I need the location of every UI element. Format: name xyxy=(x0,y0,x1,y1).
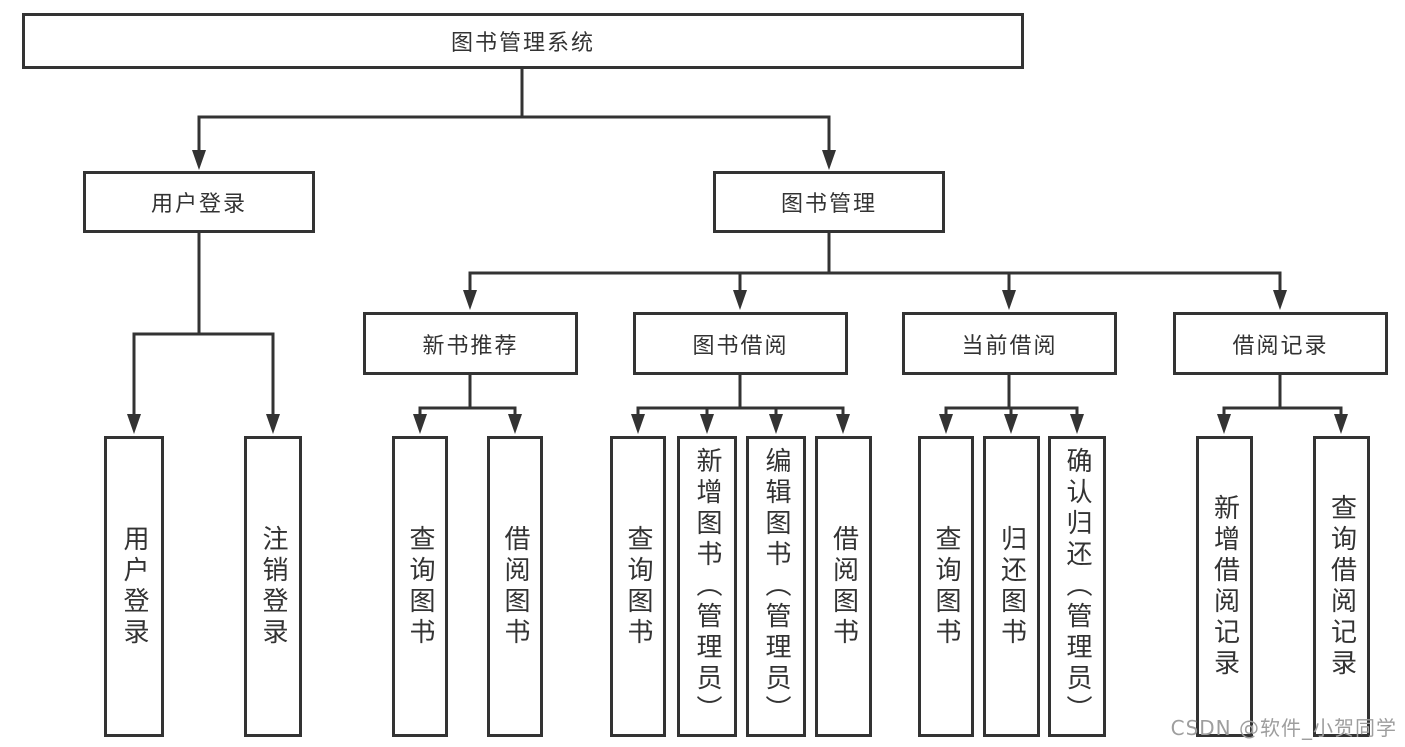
node-query-books-recommend: 查询图书 xyxy=(392,436,448,737)
node-label: 借阅图书 xyxy=(500,524,530,649)
arrowhead-down-icon xyxy=(463,290,477,310)
node-edit-book-admin: 编辑图书（管理员） xyxy=(746,436,806,737)
arrowhead-down-icon xyxy=(700,414,714,434)
arrowhead-down-icon xyxy=(1217,414,1231,434)
node-label: 图书管理系统 xyxy=(450,31,595,56)
node-label: 查询图书 xyxy=(623,524,653,649)
node-label: 注销登录 xyxy=(258,524,288,649)
node-user-login: 用户登录 xyxy=(83,171,315,233)
node-add-borrow-record: 新增借阅记录 xyxy=(1196,436,1253,737)
node-label: 图书借阅 xyxy=(692,333,789,359)
arrowhead-down-icon xyxy=(1070,414,1084,434)
node-current-borrow: 当前借阅 xyxy=(902,312,1117,375)
connector-line-current-borrow xyxy=(944,373,1079,418)
connector-line-new-books xyxy=(418,373,517,418)
node-label: 归还图书 xyxy=(996,524,1027,649)
arrowhead-down-icon xyxy=(769,414,783,434)
node-book-management: 图书管理 xyxy=(713,171,945,233)
connector-line-root xyxy=(197,67,831,154)
connector-line-user-login xyxy=(132,231,275,418)
connector-line-borrow-records xyxy=(1222,373,1343,418)
node-user-login-leaf: 用户登录 xyxy=(104,436,164,737)
node-label: 新增借阅记录 xyxy=(1209,493,1240,680)
node-confirm-return-admin: 确认归还（管理员） xyxy=(1048,436,1106,737)
node-label: 查询图书 xyxy=(405,524,435,649)
arrowhead-down-icon xyxy=(733,290,747,310)
watermark: CSDN @软件_小贺同学 xyxy=(1170,716,1397,740)
node-query-borrow-record: 查询借阅记录 xyxy=(1313,436,1370,737)
node-label: 当前借阅 xyxy=(961,333,1058,359)
node-book-borrow: 图书借阅 xyxy=(633,312,848,375)
arrowhead-down-icon xyxy=(266,414,280,434)
node-library-system: 图书管理系统 xyxy=(22,13,1024,69)
node-label: 编辑图书（管理员） xyxy=(761,447,791,726)
node-label: 查询图书 xyxy=(931,524,961,649)
arrowhead-down-icon xyxy=(1004,414,1018,434)
node-query-books-borrow: 查询图书 xyxy=(610,436,666,737)
arrowhead-down-icon xyxy=(822,150,836,170)
node-add-book-admin: 新增图书（管理员） xyxy=(677,436,737,737)
node-query-books-current: 查询图书 xyxy=(918,436,974,737)
node-label: 用户登录 xyxy=(119,524,149,649)
arrowhead-down-icon xyxy=(508,414,522,434)
connector-line-book-borrow xyxy=(636,373,845,418)
node-label: 借阅记录 xyxy=(1232,333,1329,359)
node-label: 借阅图书 xyxy=(828,524,859,649)
arrowhead-down-icon xyxy=(836,414,850,434)
node-label: 用户登录 xyxy=(150,192,247,217)
node-borrow-records: 借阅记录 xyxy=(1173,312,1388,375)
node-return-books: 归还图书 xyxy=(983,436,1040,737)
connector-line-book-mgmt xyxy=(468,231,1282,294)
arrowhead-down-icon xyxy=(631,414,645,434)
arrowhead-down-icon xyxy=(939,414,953,434)
arrowhead-down-icon xyxy=(192,150,206,170)
arrowhead-down-icon xyxy=(1273,290,1287,310)
arrowhead-down-icon xyxy=(127,414,141,434)
arrowhead-down-icon xyxy=(413,414,427,434)
node-borrow-books-recommend: 借阅图书 xyxy=(487,436,543,737)
node-new-book-recommend: 新书推荐 xyxy=(363,312,578,375)
node-label: 新书推荐 xyxy=(422,333,519,359)
node-logout: 注销登录 xyxy=(244,436,302,737)
node-label: 新增图书（管理员） xyxy=(692,447,722,726)
node-borrow-books: 借阅图书 xyxy=(815,436,872,737)
arrowhead-down-icon xyxy=(1334,414,1348,434)
node-label: 确认归还（管理员） xyxy=(1062,447,1092,726)
node-label: 查询借阅记录 xyxy=(1326,493,1357,680)
node-label: 图书管理 xyxy=(780,192,877,217)
arrowhead-down-icon xyxy=(1002,290,1016,310)
